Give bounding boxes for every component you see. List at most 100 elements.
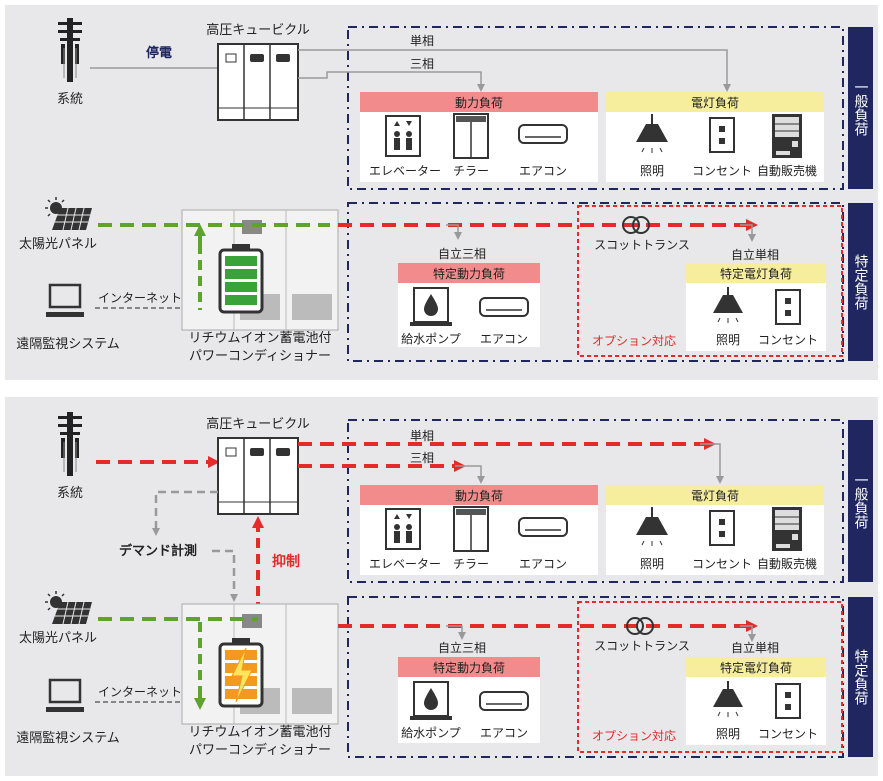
water-pump-label: 給水ポンプ [401, 726, 461, 740]
water-pump-icon [410, 681, 452, 720]
option-label: オプション対応 [592, 729, 676, 743]
specific-outlet-label: コンセント [758, 333, 818, 347]
water-pump-icon [410, 287, 452, 326]
option-label: オプション対応 [592, 334, 676, 348]
solar-panel-icon [45, 591, 92, 625]
specific-light-load-header [686, 263, 826, 283]
specific-lighting-label: 照明 [716, 333, 740, 347]
battery-cell [225, 269, 257, 279]
power-load-header [360, 92, 598, 112]
option-frame [577, 601, 843, 753]
elevator-label: エレベーター [369, 164, 441, 178]
scott-transformer-icon [626, 617, 654, 635]
lighting-label: 照明 [640, 164, 664, 178]
internet-label: インターネット [98, 685, 182, 699]
elevator-label: エレベーター [369, 557, 441, 571]
vending-machine-icon [772, 507, 802, 551]
ceiling-lamp-icon [636, 114, 668, 153]
specific-power-load-header [398, 657, 540, 677]
pcs-label-line1: リチウムイオン蓄電池付 [188, 725, 331, 740]
option-frame [577, 205, 843, 357]
air-conditioner-icon [479, 691, 529, 711]
general-load-label: 一般負荷 [853, 473, 869, 530]
power-load-title: 動力負荷 [455, 489, 503, 503]
solar-panel-icon [45, 197, 92, 231]
specific-light-load-title: 特定電灯負荷 [720, 266, 792, 281]
blackout-label: 停電 [146, 45, 172, 61]
battery-icon [218, 244, 264, 314]
vending-machine-icon [772, 114, 802, 158]
vending-label: 自動販売機 [757, 163, 817, 178]
battery-cell [225, 689, 257, 699]
three-phase-drop [446, 625, 466, 640]
chiller-label: チラー [453, 557, 489, 571]
three-phase-drop [446, 224, 462, 240]
monitoring-label: 遠隔監視システム [16, 336, 120, 352]
light-load-title: 電灯負荷 [691, 489, 739, 503]
solar-panel-label: 太陽光パネル [19, 237, 97, 252]
elevator-icon [385, 115, 421, 157]
power-load-title: 動力負荷 [455, 96, 503, 110]
outlet-label: コンセント [692, 164, 752, 178]
monitor-icon [46, 678, 84, 712]
demand-measure-line [152, 490, 218, 536]
general-load-label: 一般負荷 [853, 80, 869, 137]
specific-light-load-title: 特定電灯負荷 [720, 660, 792, 675]
general-load-frame [347, 419, 844, 583]
chiller-icon [453, 506, 489, 552]
air-conditioner-icon [518, 124, 568, 144]
light-load-header [606, 485, 824, 505]
internet-label: インターネット [98, 291, 182, 305]
ceiling-lamp-icon [636, 507, 668, 546]
specific-power-load-title: 特定動力負荷 [433, 266, 505, 281]
cubicle-icon [217, 437, 299, 515]
aircon-label: エアコン [519, 164, 567, 178]
vending-label: 自動販売機 [757, 556, 817, 571]
light-load-header [606, 92, 824, 112]
lightning-icon [231, 647, 253, 703]
scenario-blackout-panel: 一般負荷 特定負荷 系統 停電 高圧キュービクル [5, 5, 878, 380]
independent-single-phase-label: 自立単相 [731, 640, 779, 655]
specific-power-load-title: 特定動力負荷 [433, 660, 505, 675]
scenario-demand-panel: 一般負荷 特定負荷 系統 高圧キュービクル [5, 397, 878, 776]
general-load-side-tab [848, 420, 873, 582]
three-phase-line [298, 71, 485, 92]
single-phase-label: 単相 [410, 429, 434, 443]
lighting-label: 照明 [640, 557, 664, 571]
specific-aircon-label: エアコン [480, 332, 528, 346]
outlet-icon [709, 510, 735, 546]
specific-load-label: 特定負荷 [853, 649, 869, 706]
cubicle-label: 高圧キュービクル [206, 416, 310, 432]
battery-cell [225, 282, 257, 292]
specific-outlet-label: コンセント [758, 727, 818, 741]
scott-trans-label: スコットトランス [594, 639, 690, 653]
chiller-label: チラー [453, 164, 489, 178]
specific-load-side-tab [848, 203, 873, 361]
scott-trans-label: スコットトランス [594, 238, 690, 252]
specific-aircon-label: エアコン [480, 726, 528, 740]
battery-icon [218, 638, 264, 708]
grid-label: 系統 [57, 486, 83, 501]
ceiling-lamp-icon [713, 681, 743, 717]
light-load-title: 電灯負荷 [691, 96, 739, 110]
monitor-icon [46, 283, 84, 317]
pcs-label-line2: パワーコンディショナー [189, 348, 331, 364]
independent-three-phase-label: 自立三相 [438, 640, 486, 655]
power-load-header [360, 485, 598, 505]
single-phase-drop [740, 625, 756, 642]
specific-power-load-header [398, 263, 540, 283]
specific-load-side-tab [848, 597, 873, 757]
independent-three-phase-label: 自立三相 [438, 246, 486, 261]
general-load-side-tab [848, 27, 873, 189]
ceiling-lamp-icon [713, 287, 743, 323]
independent-single-phase-label: 自立単相 [731, 247, 779, 262]
three-phase-label: 三相 [410, 451, 434, 465]
scott-transformer-icon [622, 216, 650, 234]
single-phase-drop [740, 224, 756, 242]
battery-cell [225, 256, 257, 266]
utility-pole-icon [58, 412, 82, 476]
solar-panel-label: 太陽光パネル [19, 631, 97, 646]
monitoring-label: 遠隔監視システム [16, 730, 120, 746]
general-load-frame [347, 26, 844, 190]
